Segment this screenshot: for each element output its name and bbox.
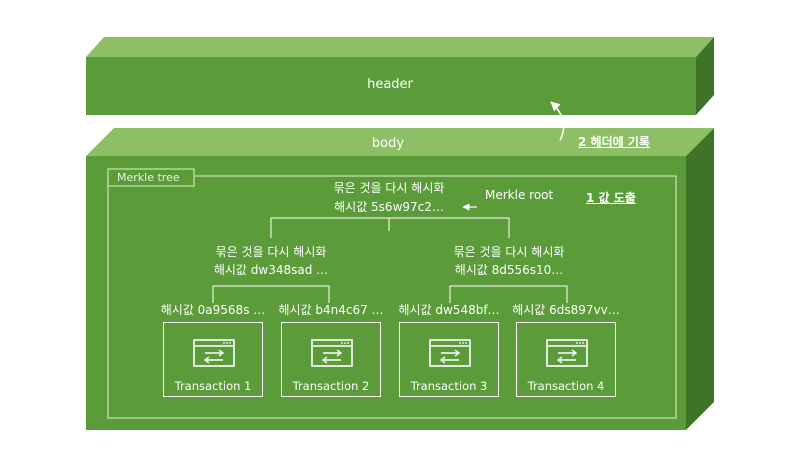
- node-left-line1: 묶은 것을 다시 해시화: [215, 245, 327, 259]
- node-right-hash: 해시값 8d556s10…: [454, 263, 564, 277]
- leaf-hash-4: 해시값 6ds897vv…: [512, 303, 620, 317]
- curved-arrow-up-icon: [550, 101, 565, 141]
- step1-label: 1 값 도출: [586, 191, 636, 205]
- body-block-top: [86, 128, 714, 156]
- merkle-tree-title: Merkle tree: [117, 171, 180, 184]
- transaction-label-3: Transaction 3: [410, 379, 488, 393]
- header-block-side: [696, 37, 714, 115]
- header-block-top: [86, 37, 714, 57]
- merkle-tree-frame: [107, 175, 677, 419]
- root-line1: 묶은 것을 다시 해시화: [333, 181, 445, 195]
- transaction-box-3: Transaction 3: [399, 322, 499, 397]
- transaction-box-1: Transaction 1: [163, 322, 263, 397]
- merkle-root-label: Merkle root: [485, 188, 554, 202]
- leaf-hash-1: 해시값 0a9568s …: [160, 303, 266, 317]
- tree-connectors: [212, 217, 568, 303]
- root-hash: 해시값 5s6w97c2…: [334, 200, 444, 214]
- transaction-box-4: Transaction 4: [516, 322, 616, 397]
- step2-label: 2 헤더에 기록: [578, 135, 650, 149]
- header-label: header: [367, 77, 413, 92]
- node-right-line1: 묶은 것을 다시 해시화: [453, 245, 565, 259]
- leaf-hash-3: 해시값 dw548bf…: [398, 303, 500, 317]
- transfer-window-icon: [429, 339, 471, 367]
- merkle-tree-tab: [107, 168, 195, 187]
- body-block-face: [86, 156, 686, 430]
- transfer-window-icon: [311, 339, 353, 367]
- transaction-label-4: Transaction 4: [527, 379, 605, 393]
- transfer-window-icon: [193, 339, 235, 367]
- body-label: body: [371, 136, 405, 151]
- transaction-box-2: Transaction 2: [281, 322, 381, 397]
- node-left-hash: 해시값 dw348sad …: [213, 263, 329, 277]
- leaf-hash-2: 해시값 b4n4c67 …: [278, 303, 384, 317]
- header-block-face: [86, 57, 696, 115]
- transaction-label-1: Transaction 1: [174, 379, 252, 393]
- body-block-side: [686, 128, 714, 430]
- transaction-label-2: Transaction 2: [292, 379, 370, 393]
- transfer-window-icon: [546, 339, 588, 367]
